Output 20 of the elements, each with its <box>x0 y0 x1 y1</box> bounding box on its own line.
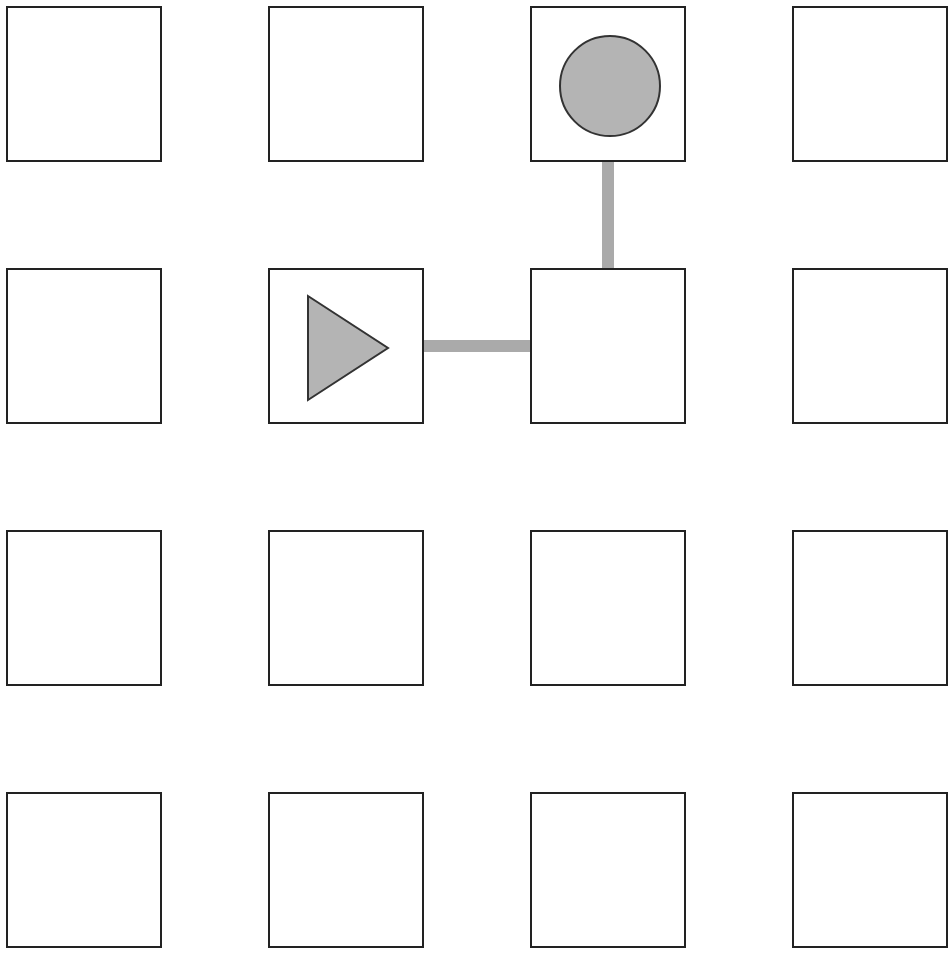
square-box <box>792 268 948 424</box>
square-box <box>6 530 162 686</box>
square-box <box>268 792 424 948</box>
square-box <box>530 792 686 948</box>
square-box <box>268 530 424 686</box>
triangle-shape <box>306 294 390 402</box>
square-box <box>792 530 948 686</box>
square-box <box>6 6 162 162</box>
connector-bar <box>602 162 614 268</box>
square-box <box>530 268 686 424</box>
square-box <box>6 268 162 424</box>
circle-shape <box>558 34 662 138</box>
connector-bar <box>424 340 530 352</box>
square-box <box>530 530 686 686</box>
square-box <box>268 6 424 162</box>
square-box <box>792 792 948 948</box>
square-box <box>6 792 162 948</box>
square-box <box>268 268 424 424</box>
square-box <box>530 6 686 162</box>
square-box <box>792 6 948 162</box>
